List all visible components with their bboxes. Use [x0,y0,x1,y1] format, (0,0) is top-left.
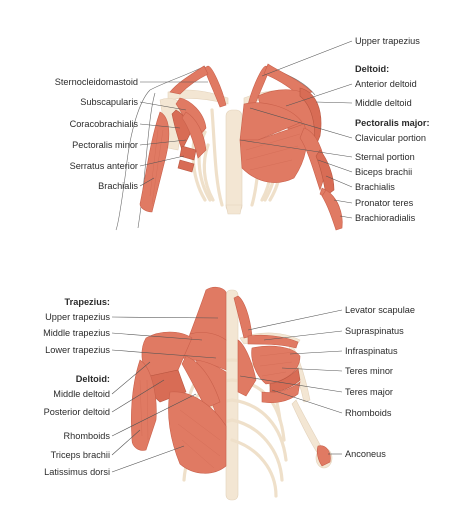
label-brachialis-left: Brachialis [98,181,138,191]
heading-pectoralis-major: Pectoralis major: [355,118,430,128]
label-anconeus: Anconeus [345,449,386,459]
teres-major-muscle [261,381,301,404]
heading-trapezius: Trapezius: [64,297,110,307]
label-rhomboids-right: Rhomboids [345,408,392,418]
levator-scapulae-muscle [233,295,253,339]
heading-deltoid-posterior: Deltoid: [75,374,110,384]
supraspinatus-muscle [247,334,299,349]
posterior-left-superficial-muscles [130,286,227,474]
biceps-brachii-muscle [299,127,327,191]
label-infraspinatus: Infraspinatus [345,346,398,356]
brachialis-left-muscle [139,111,170,213]
pectoralis-minor-muscle [181,111,207,159]
label-lower-trapezius: Lower trapezius [45,345,110,355]
triceps-brachii-muscle [130,359,157,451]
anterior-view [115,63,343,231]
label-sternocleidomastoid: Sternocleidomastoid [54,77,138,87]
label-middle-deltoid-anterior: Middle deltoid [355,98,412,108]
label-rhomboids-left: Rhomboids [63,431,110,441]
brachioradialis-muscle [321,189,343,231]
anconeus-muscle [316,445,331,467]
label-upper-trapezius-posterior: Upper trapezius [45,312,110,322]
upper-trapezius-posterior-muscle [189,286,227,341]
label-clavicular-portion: Clavicular portion [355,133,426,143]
heading-deltoid-anterior: Deltoid: [355,64,390,74]
label-upper-trapezius-anterior: Upper trapezius [355,36,420,46]
label-brachioradialis: Brachioradialis [355,213,416,223]
label-middle-deltoid-posterior: Middle deltoid [53,389,110,399]
serratus-anterior-muscle [177,145,197,173]
label-pronator-teres: Pronator teres [355,198,414,208]
label-brachialis-right: Brachialis [355,182,395,192]
label-teres-major: Teres major [345,387,393,397]
clavicle-left [167,89,229,105]
posterior-right-deep-muscles [233,295,331,467]
label-supraspinatus: Supraspinatus [345,326,404,336]
label-sternal-portion: Sternal portion [355,152,415,162]
label-middle-trapezius: Middle trapezius [43,328,110,338]
label-pectoralis-minor: Pectoralis minor [72,140,138,150]
label-biceps-brachii: Biceps brachii [355,167,413,177]
pectoralis-clavicular-muscle [239,102,303,141]
rhomboids-right-muscle [237,339,257,397]
anterior-left-deep-muscles [139,97,207,213]
label-triceps-brachii: Triceps brachii [50,450,110,460]
posterior-view [130,286,333,501]
label-anterior-deltoid: Anterior deltoid [355,79,417,89]
label-coracobrachialis: Coracobrachialis [69,119,138,129]
label-posterior-deltoid: Posterior deltoid [43,407,110,417]
label-serratus-anterior: Serratus anterior [69,161,138,171]
label-levator-scapulae: Levator scapulae [345,305,415,315]
leader-lines [111,40,353,473]
label-teres-minor: Teres minor [345,366,393,376]
label-latissimus-dorsi: Latissimus dorsi [44,467,110,477]
label-subscapularis: Subscapularis [80,97,138,107]
anterior-right-superficial-muscles [239,87,343,231]
